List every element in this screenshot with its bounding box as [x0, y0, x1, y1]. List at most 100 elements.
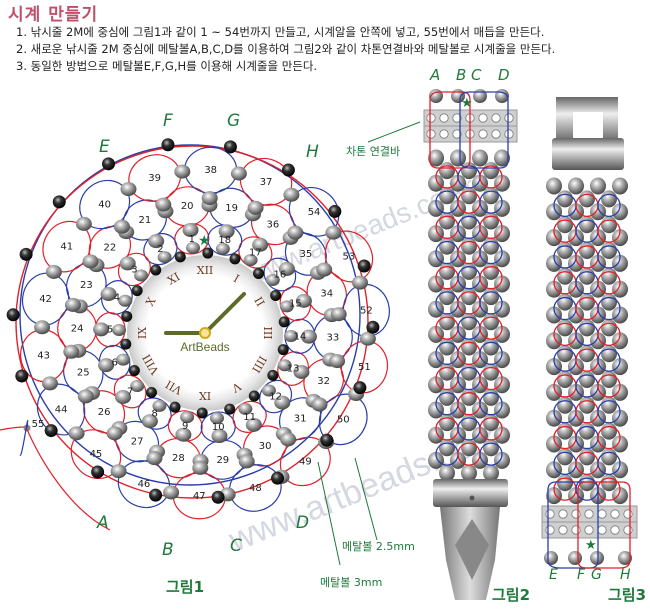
crystal-bead [590, 358, 606, 376]
thread-loop [597, 322, 621, 347]
thread-loop [597, 374, 621, 398]
bead-loop-number: 15 [289, 299, 302, 310]
metal-ball-small [224, 403, 236, 415]
connector-hole [426, 113, 436, 123]
crystal-bead [483, 162, 499, 180]
band-clasp-top [433, 479, 508, 507]
metal-ball-label-c: C [230, 536, 242, 556]
outer-red-line [15, 145, 369, 499]
crystal-bead [155, 197, 172, 212]
crystal-bead [450, 225, 466, 243]
thread-loop [479, 215, 503, 239]
metal-ball-large [15, 369, 29, 383]
crystal-bead [218, 224, 235, 239]
thread-loop [597, 425, 621, 450]
bead-loop-number: 25 [77, 368, 90, 379]
crystal-bead [494, 451, 510, 469]
bead-loop-number: 35 [299, 249, 312, 260]
crystal-bead [279, 300, 294, 313]
bead-loop-number: 10 [212, 422, 225, 433]
start-star-icon-fig2: ★ [461, 96, 473, 111]
metal-ball-small [121, 310, 133, 322]
crystal-bead [41, 376, 58, 391]
bead-loop-number: 8 [151, 409, 157, 420]
crystal-bead [461, 414, 477, 432]
crystal-bead [546, 229, 562, 247]
crystal-bead [461, 338, 477, 356]
crystal-bead [601, 371, 617, 388]
bead-loop-number: 32 [317, 376, 330, 387]
crystal-bead [601, 345, 617, 363]
crystal-bead [45, 264, 62, 279]
connector-hole [610, 509, 620, 519]
bead-loop-number: 37 [260, 177, 273, 188]
bead-loop-number: 47 [193, 491, 206, 502]
crystal-bead [568, 358, 584, 376]
instruction-step-3: 3. 동일한 방법으로 메탈볼E,F,G,H를 이용해 시계줄을 만든다. [16, 59, 318, 73]
crystal-bead [63, 344, 80, 359]
crystal-bead [146, 451, 163, 466]
crystal-bead [134, 269, 149, 282]
band-label-b: B [456, 66, 466, 84]
crystal-bead [568, 177, 584, 195]
crystal-bead [557, 293, 573, 311]
thread-loop [597, 193, 621, 218]
crystal-bead [293, 364, 310, 379]
crystal-bead [546, 177, 562, 195]
metal-ball-small [128, 365, 140, 377]
crystal-bead [557, 345, 573, 363]
thread-loop [479, 291, 503, 315]
callout-line-3mm [317, 461, 341, 566]
bead-loop-number: 2 [157, 244, 163, 255]
crystal-bead [472, 300, 488, 318]
crystal-bead [557, 319, 573, 337]
metal-ball [590, 551, 604, 565]
crystal-bead [568, 280, 584, 298]
crystal-bead [428, 300, 444, 318]
bead-loop-number: 50 [337, 414, 350, 425]
metal-ball [618, 551, 632, 565]
metal-ball-large [161, 138, 175, 152]
connector-hole [597, 509, 607, 519]
crystal-bead [68, 426, 85, 441]
bead-loop-number: 9 [182, 421, 188, 432]
crystal-bead [579, 242, 595, 259]
bead-loop-number: 40 [98, 200, 111, 211]
crystal-bead [472, 451, 488, 469]
crystal-bead [590, 332, 606, 350]
crystal-bead [330, 307, 347, 322]
crystal-bead [557, 396, 573, 414]
crystal-bead [287, 225, 304, 240]
metal-ball-small [253, 268, 265, 280]
metal-ball-large [101, 157, 115, 171]
crystal-bead [428, 401, 444, 419]
connector-hole [584, 525, 594, 535]
band-label-g: G [591, 567, 602, 583]
crystal-bead [494, 275, 510, 293]
bead-loop-number: 44 [55, 405, 68, 416]
bead-loop-number: 30 [259, 441, 272, 452]
crystal-bead [494, 401, 510, 419]
crystal-bead [590, 229, 606, 247]
crystal-bead [277, 359, 292, 372]
metal-ball-large [44, 424, 58, 438]
crystal-bead [601, 319, 617, 337]
crystal-bead [579, 319, 595, 337]
thread-loop [479, 341, 503, 365]
crystal-bead [612, 358, 628, 376]
crystal-bead [311, 397, 328, 412]
metal-ball-small [248, 390, 260, 402]
metal-ball-small [150, 264, 162, 276]
crystal-bead [329, 354, 346, 369]
crystal-bead [100, 287, 117, 302]
crystal-bead [601, 190, 617, 208]
crystal-bead [590, 306, 606, 324]
buckle-cutout [455, 519, 489, 580]
roman-numeral: IX [136, 327, 149, 339]
crystal-bead [278, 261, 295, 276]
connector-hole [504, 129, 514, 139]
metal-ball-label-h: H [306, 142, 319, 162]
bead-loop-number: 5 [107, 325, 113, 336]
crystal-bead [359, 331, 376, 346]
crystal-bead [557, 216, 573, 234]
